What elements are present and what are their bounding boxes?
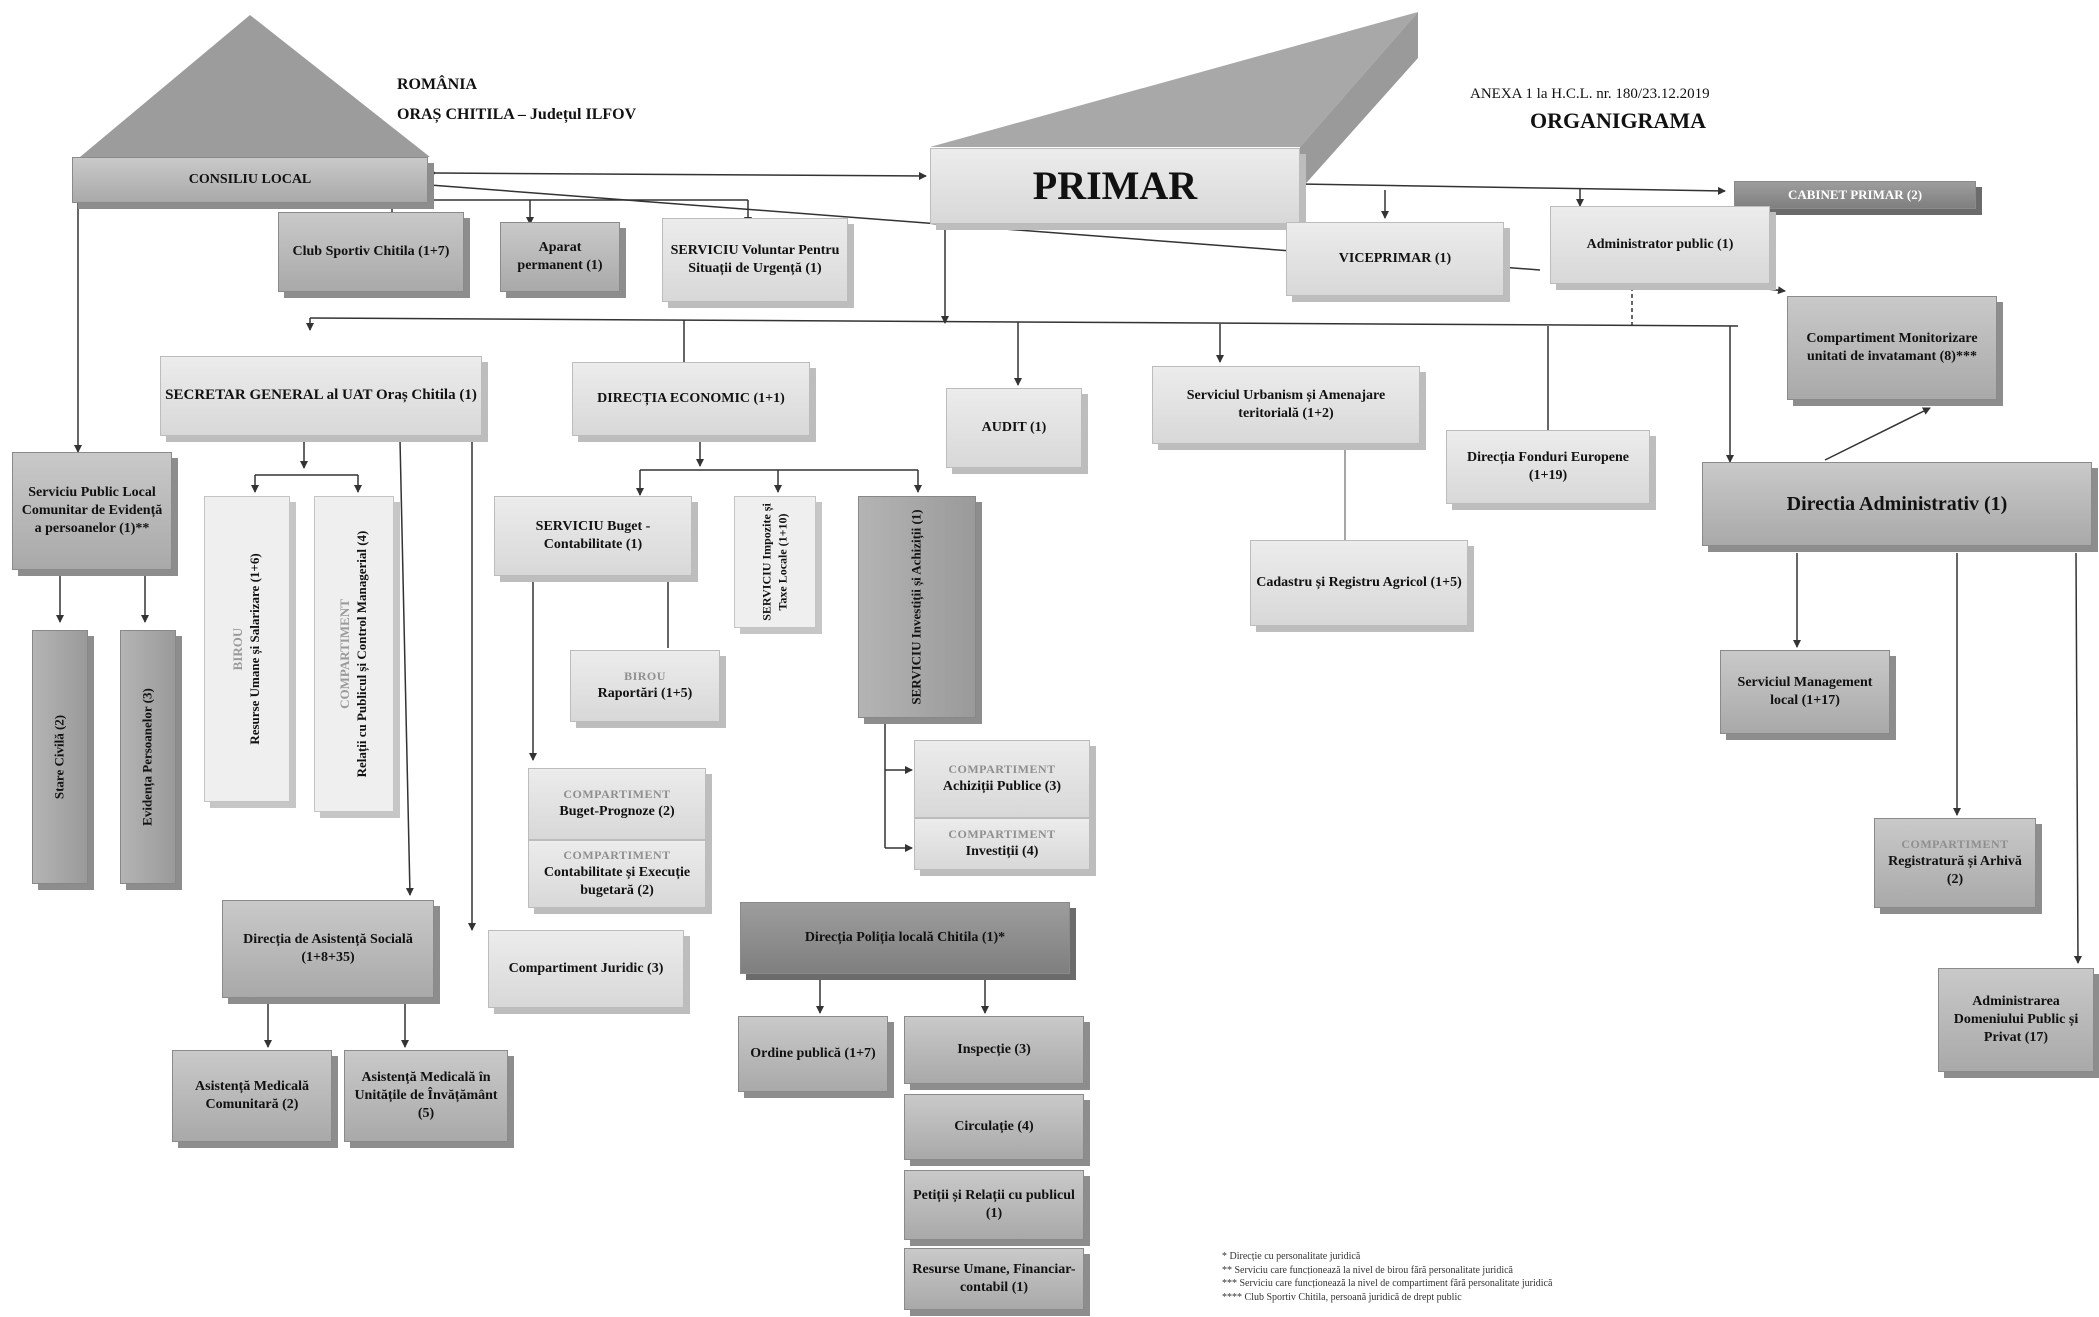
node-administrator-public: Administrator public (1) [1550,206,1770,284]
node-monitorizare: Compartiment Monitorizare unitati de inv… [1787,296,1997,400]
page-title: ORGANIGRAMA [1530,108,1706,133]
node-evidenta-persoanelor: Evidența Persoanelor (3) [120,630,176,884]
node-asistenta-sociala: Direcția de Asistență Socială (1+8+35) [222,900,434,998]
node-circulatie: Circulație (4) [904,1094,1084,1160]
node-serviciu-voluntar: SERVICIU Voluntar Pentru Situații de Urg… [662,218,848,302]
node-asistenta-comunitara: Asistență Medicală Comunitară (2) [172,1050,332,1142]
node-resurse-financiar: Resurse Umane, Financiar-contabil (1) [904,1248,1084,1310]
node-cabinet-primar: CABINET PRIMAR (2) [1734,181,1976,209]
node-compartiment-juridic: Compartiment Juridic (3) [488,930,684,1008]
consiliu-roof [80,15,430,157]
node-primar: PRIMAR [930,148,1300,224]
node-serviciu-public-local: Serviciu Public Local Comunitar de Evide… [12,452,172,570]
footnote: ** Serviciu care funcționează la nivel d… [1222,1264,1513,1276]
node-petitii: Petiții și Relații cu publicul (1) [904,1170,1084,1240]
footnotes: * Direcție cu personalitate juridică ** … [1222,1250,1552,1304]
node-club-sportiv: Club Sportiv Chitila (1+7) [278,212,464,292]
node-management-local: Serviciul Management local (1+17) [1720,650,1890,734]
footnote: * Direcție cu personalitate juridică [1222,1251,1361,1262]
node-directia-economic: DIRECȚIA ECONOMIC (1+1) [572,362,810,436]
node-stare-civila: Stare Civilă (2) [32,630,88,884]
node-consiliu-local: CONSILIU LOCAL [72,157,428,203]
country-label: ROMÂNIA [397,76,477,93]
primar-roof [930,12,1418,147]
footnote: *** Serviciu care funcționează la nivel … [1222,1278,1553,1289]
node-politia-locala: Direcția Poliția locală Chitila (1)* [740,902,1070,974]
node-asistenta-invatamant: Asistență Medicală în Unitățile de Învăț… [344,1050,508,1142]
node-cadastru: Cadastru și Registru Agricol (1+5) [1250,540,1468,626]
town-label: ORAȘ CHITILA – Județul ILFOV [397,106,637,123]
node-aparat-permanent: Aparat permanent (1) [500,222,620,292]
node-domeniu-public: Administrarea Domeniului Public și Priva… [1938,968,2094,1072]
node-directia-administrativ: Directia Administrativ (1) [1702,462,2092,546]
annex-label: ANEXA 1 la H.C.L. nr. 180/23.12.2019 [1470,86,1710,102]
node-ordine-publica: Ordine publică (1+7) [738,1016,888,1092]
node-audit: AUDIT (1) [946,388,1082,468]
node-secretar-general: SECRETAR GENERAL al UAT Oraș Chitila (1) [160,356,482,436]
node-inspectie: Inspecție (3) [904,1016,1084,1084]
node-viceprimar: VICEPRIMAR (1) [1286,222,1504,296]
footnote: **** Club Sportiv Chitila, persoană juri… [1222,1291,1462,1303]
node-urbanism: Serviciul Urbanism și Amenajare teritori… [1152,366,1420,444]
node-fonduri-europene: Direcția Fonduri Europene (1+19) [1446,430,1650,504]
node-investitii-achizitii: SERVICIU Investiții și Achiziții (1) [858,496,976,718]
node-impozite-taxe: SERVICIU Impozite și Taxe Locale (1+10) [734,496,816,628]
node-buget-contabilitate: SERVICIU Buget - Contabilitate (1) [494,496,692,576]
